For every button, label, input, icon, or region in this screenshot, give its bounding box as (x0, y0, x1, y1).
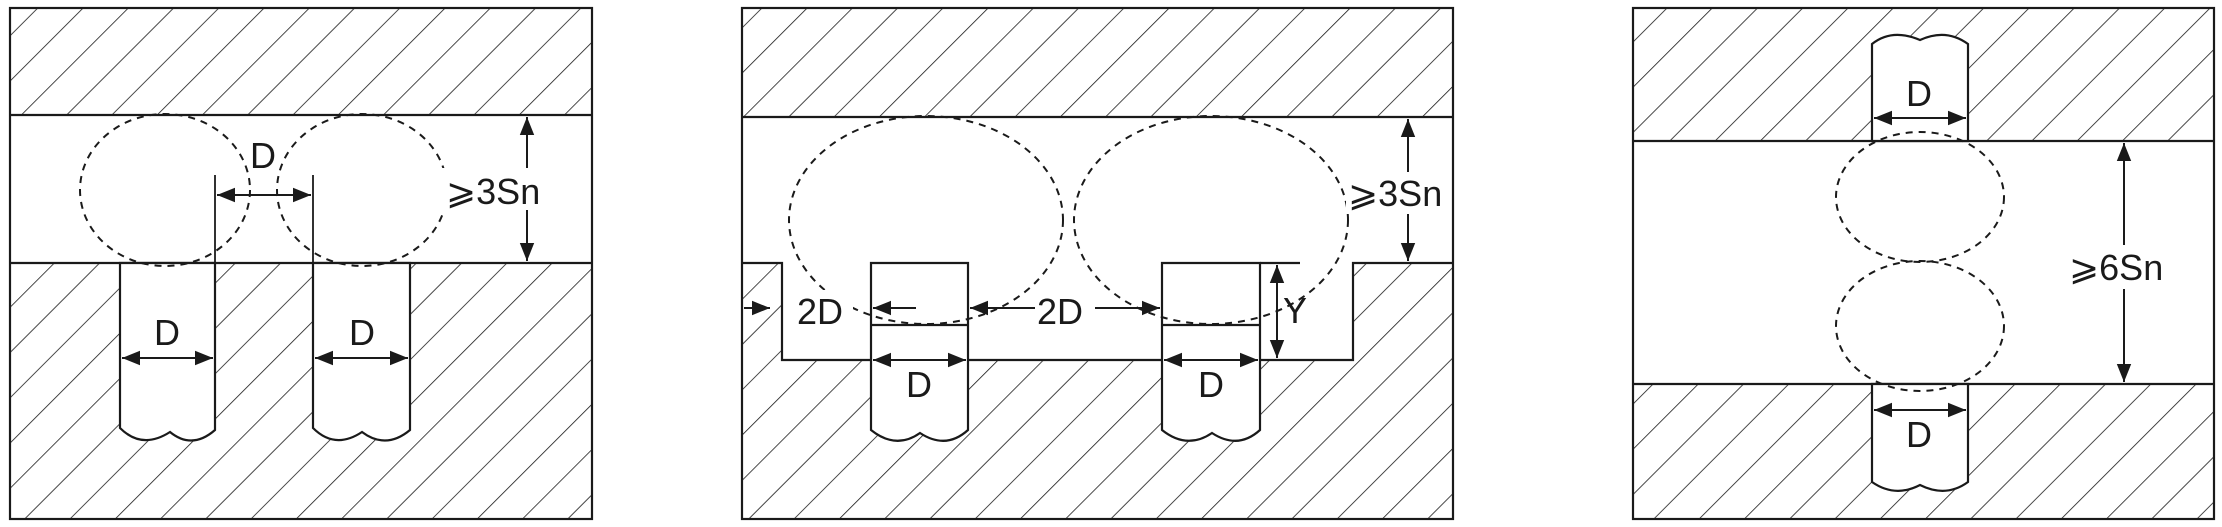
sensor-left-label: D (154, 312, 180, 353)
clearance-label: ⩾3Sn (446, 171, 540, 212)
sensor-right-label: D (1198, 364, 1224, 405)
panel-side-by-side: D D D ⩾3Sn (8, 6, 594, 521)
left-gap-label: 2D (797, 291, 843, 332)
panel-frame (1631, 6, 2216, 521)
sensor-right (1160, 261, 1262, 442)
mid-gap-label: 2D (1037, 291, 1083, 332)
panel-frame (8, 6, 594, 521)
top-plate (10, 8, 592, 115)
panel-opposed: D D ⩾6Sn (1631, 6, 2216, 521)
bottom-plate (10, 263, 592, 519)
field-left (788, 115, 1064, 325)
panel-flush-recess: 2D 2D Y D D ⩾3Sn (740, 6, 1455, 521)
sensor-top-label: D (1906, 73, 1932, 114)
sensor-left (869, 261, 970, 442)
sensor-right-label: D (349, 312, 375, 353)
clearance-label: ⩾3Sn (1348, 173, 1442, 214)
gap-label: D (250, 135, 276, 176)
top-plate (742, 8, 1453, 117)
bottom-plate (742, 263, 1453, 519)
panel-frame (740, 6, 1455, 521)
clearance-label: ⩾6Sn (2069, 247, 2163, 288)
recess-depth-label: Y (1283, 290, 1307, 331)
sensor-left-label: D (906, 364, 932, 405)
field-bottom (1835, 260, 2005, 392)
sensor-bottom-label: D (1906, 414, 1932, 455)
field-right (1073, 115, 1349, 325)
